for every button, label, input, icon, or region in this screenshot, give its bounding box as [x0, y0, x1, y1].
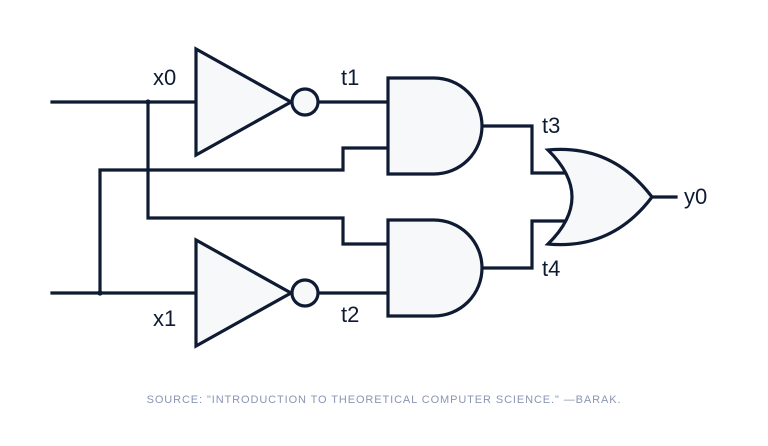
junction-x1 — [97, 290, 103, 296]
and-gate-top — [386, 76, 484, 176]
or-gate — [544, 147, 655, 247]
wire-x0-branch — [146, 100, 390, 246]
not-gate-bottom — [194, 237, 320, 349]
not-gate-bottom-bubble — [290, 278, 320, 308]
not-gate-top-body — [194, 46, 295, 158]
label-y0: y0 — [684, 184, 707, 209]
junction-x0 — [145, 99, 151, 105]
junctions — [97, 99, 151, 296]
labels: x0 t1 t3 y0 t4 x1 t2 — [153, 65, 707, 331]
wire-t3 — [480, 124, 587, 175]
not-gate-top-bubble — [290, 87, 320, 117]
source-caption: SOURCE: "INTRODUCTION TO THEORETICAL COM… — [147, 394, 622, 406]
label-x0: x0 — [153, 65, 176, 90]
not-gate-top — [194, 46, 320, 158]
wire-t4 — [480, 219, 587, 270]
label-t4: t4 — [542, 256, 560, 281]
wires — [50, 100, 678, 295]
and-gate-bottom — [386, 218, 484, 318]
label-t1: t1 — [341, 65, 359, 90]
label-x1: x1 — [153, 306, 176, 331]
label-t2: t2 — [341, 302, 359, 327]
not-gate-bottom-body — [194, 237, 295, 349]
wire-x1-branch — [98, 146, 390, 295]
label-t3: t3 — [542, 113, 560, 138]
